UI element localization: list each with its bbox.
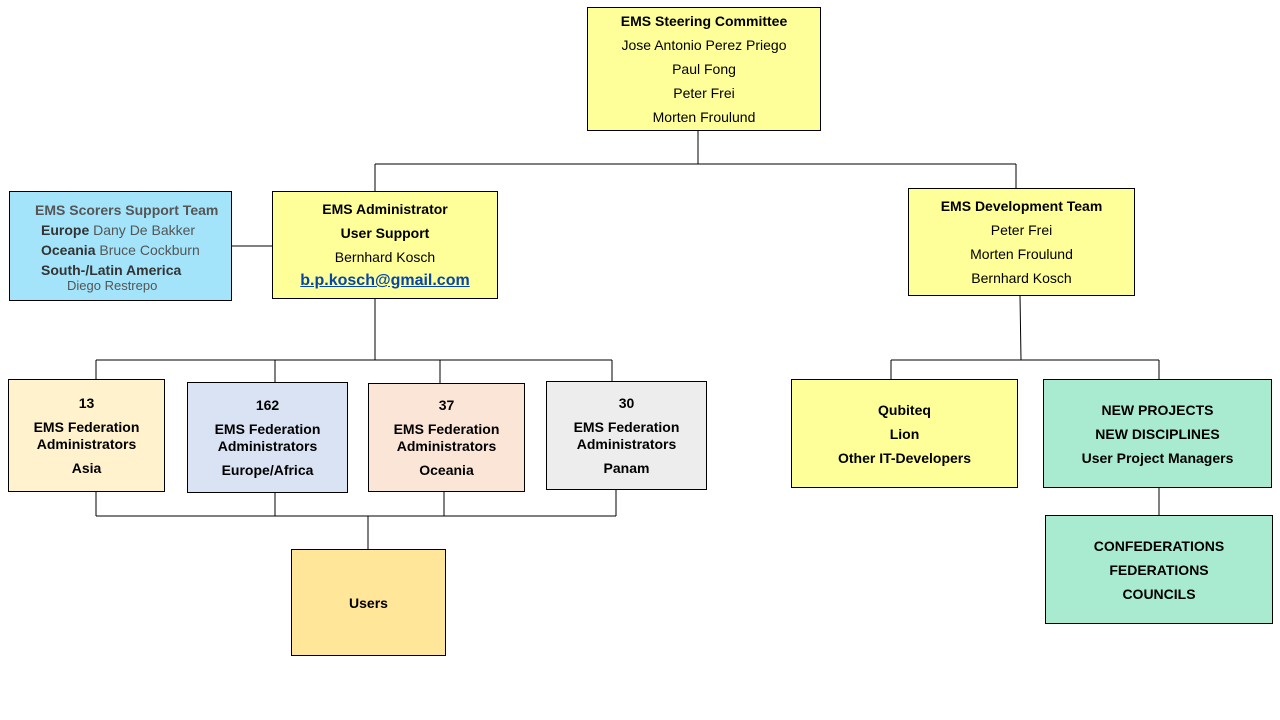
developer-item: Qubiteq bbox=[878, 401, 931, 418]
confederations-item: COUNCILS bbox=[1122, 585, 1196, 602]
confederations-item: FEDERATIONS bbox=[1109, 561, 1209, 578]
federation-count: 13 bbox=[78, 394, 95, 411]
federation-label: EMS Federation bbox=[393, 420, 500, 437]
scorer-europe: Europe Dany De Bakker bbox=[41, 222, 196, 238]
development-member: Morten Froulund bbox=[970, 246, 1073, 262]
new-projects-box: NEW PROJECTS NEW DISCIPLINES User Projec… bbox=[1043, 379, 1272, 488]
confederations-box: CONFEDERATIONS FEDERATIONS COUNCILS bbox=[1045, 515, 1273, 624]
scorers-support-title: EMS Scorers Support Team bbox=[35, 202, 219, 218]
scorer-latam: South-/Latin America bbox=[41, 262, 182, 278]
developer-item: Other IT-Developers bbox=[837, 449, 972, 466]
federation-label: Administrators bbox=[396, 437, 497, 454]
administrator-email-link[interactable]: b.p.kosch@gmail.com bbox=[300, 272, 470, 289]
federation-box-panam: 30 EMS Federation Administrators Panam bbox=[546, 381, 707, 490]
federation-label: EMS Federation bbox=[214, 420, 321, 437]
development-team-box: EMS Development Team Peter Frei Morten F… bbox=[908, 188, 1135, 296]
federation-box-europe-africa: 162 EMS Federation Administrators Europe… bbox=[187, 382, 348, 493]
federation-region: Oceania bbox=[419, 461, 474, 478]
users-box: Users bbox=[291, 549, 446, 656]
development-member: Peter Frei bbox=[990, 222, 1053, 238]
federation-label: EMS Federation bbox=[573, 418, 680, 435]
projects-item: NEW DISCIPLINES bbox=[1095, 425, 1220, 442]
development-team-title: EMS Development Team bbox=[940, 198, 1103, 214]
federation-label: EMS Federation bbox=[33, 418, 140, 435]
administrator-name: Bernhard Kosch bbox=[334, 249, 436, 265]
administrator-subtitle: User Support bbox=[340, 225, 430, 241]
developers-box: Qubiteq Lion Other IT-Developers bbox=[791, 379, 1018, 488]
steering-committee-box: EMS Steering Committee Jose Antonio Pere… bbox=[587, 7, 821, 131]
steering-committee-title: EMS Steering Committee bbox=[620, 13, 788, 29]
federation-count: 30 bbox=[618, 394, 635, 411]
scorer-latam-name: Diego Restrepo bbox=[67, 278, 158, 293]
confederations-item: CONFEDERATIONS bbox=[1093, 537, 1225, 554]
federation-region: Panam bbox=[603, 459, 650, 476]
projects-item: User Project Managers bbox=[1081, 449, 1234, 466]
federation-box-oceania: 37 EMS Federation Administrators Oceania bbox=[368, 383, 525, 492]
federation-region: Europe/Africa bbox=[221, 461, 314, 478]
steering-member: Paul Fong bbox=[672, 61, 736, 77]
federation-count: 162 bbox=[255, 396, 280, 413]
scorers-support-box: EMS Scorers Support Team Europe Dany De … bbox=[9, 191, 232, 301]
developer-item: Lion bbox=[889, 425, 920, 442]
development-member: Bernhard Kosch bbox=[971, 270, 1072, 286]
administrator-box: EMS Administrator User Support Bernhard … bbox=[272, 191, 498, 299]
projects-item: NEW PROJECTS bbox=[1101, 401, 1214, 418]
federation-label: Administrators bbox=[36, 435, 137, 452]
users-label: Users bbox=[349, 594, 388, 611]
steering-member: Morten Froulund bbox=[652, 109, 756, 125]
federation-count: 37 bbox=[438, 396, 455, 413]
federation-label: Administrators bbox=[576, 435, 677, 452]
administrator-title: EMS Administrator bbox=[322, 201, 448, 217]
federation-region: Asia bbox=[71, 459, 102, 476]
steering-member: Jose Antonio Perez Priego bbox=[621, 37, 787, 53]
scorer-oceania: Oceania Bruce Cockburn bbox=[41, 242, 200, 258]
federation-label: Administrators bbox=[217, 437, 318, 454]
federation-box-asia: 13 EMS Federation Administrators Asia bbox=[8, 379, 165, 492]
connector bbox=[1019, 294, 1022, 361]
steering-member: Peter Frei bbox=[673, 85, 735, 101]
